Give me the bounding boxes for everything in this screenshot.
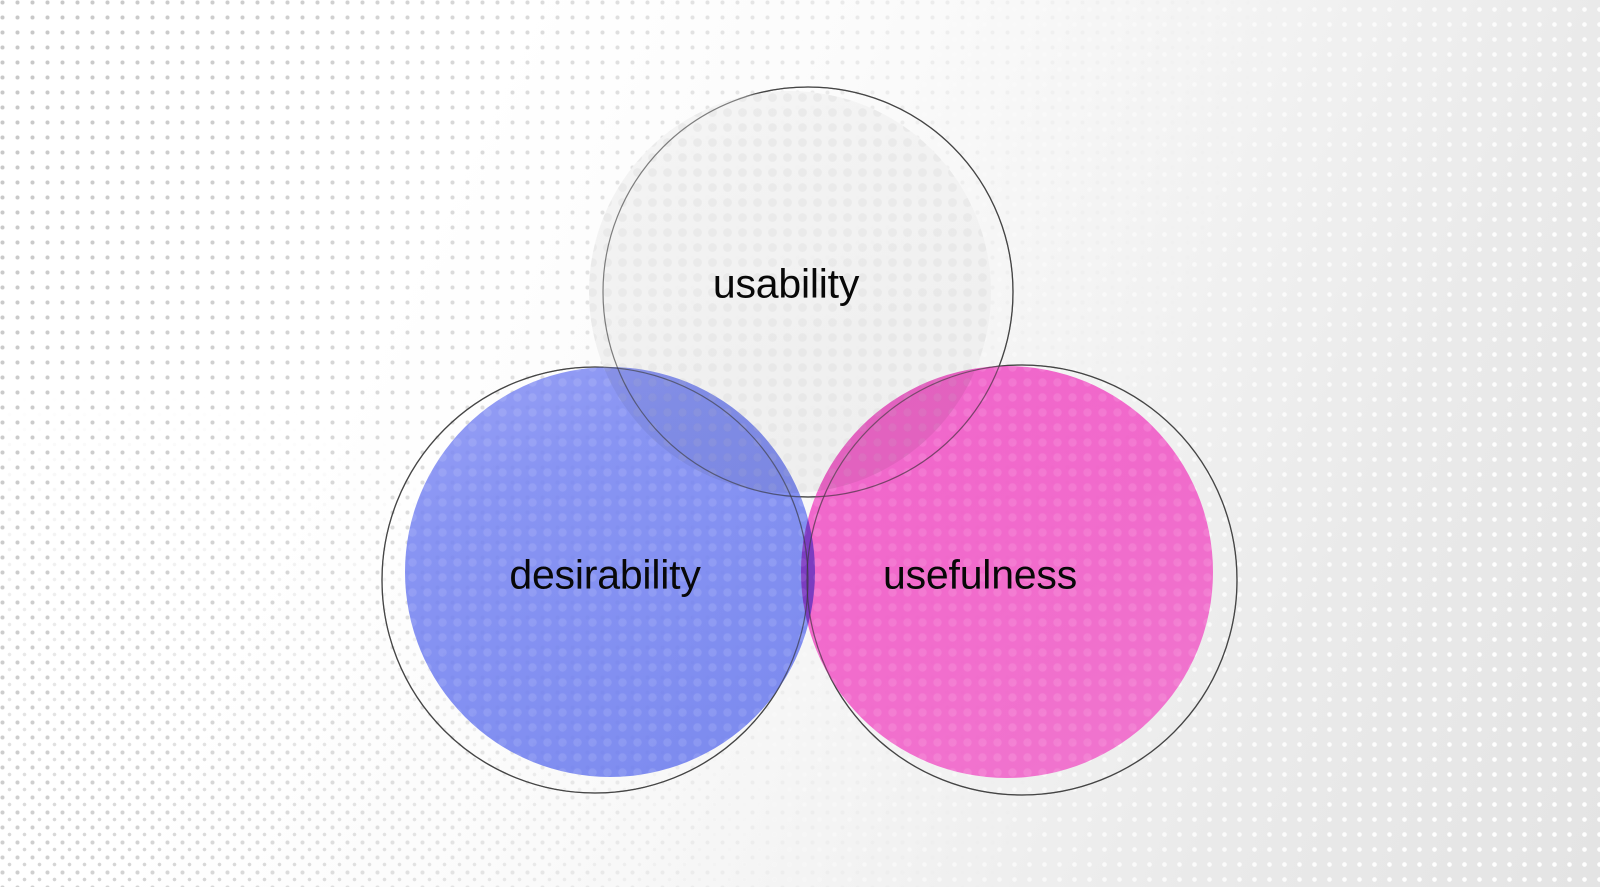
circle-fills bbox=[405, 91, 1213, 778]
label-usability: usability bbox=[712, 260, 860, 307]
circle-outlines-overlay bbox=[381, 86, 1238, 796]
label-usefulness: usefulness bbox=[882, 551, 1078, 598]
outline-overlay-usefulness bbox=[806, 364, 1238, 796]
outline-overlay-desirability bbox=[381, 366, 809, 794]
circle-usefulness-texture bbox=[801, 366, 1213, 778]
label-desirability: desirability bbox=[509, 551, 701, 598]
circle-desirability-texture bbox=[405, 367, 815, 777]
outline-overlay-usability bbox=[602, 86, 1014, 498]
